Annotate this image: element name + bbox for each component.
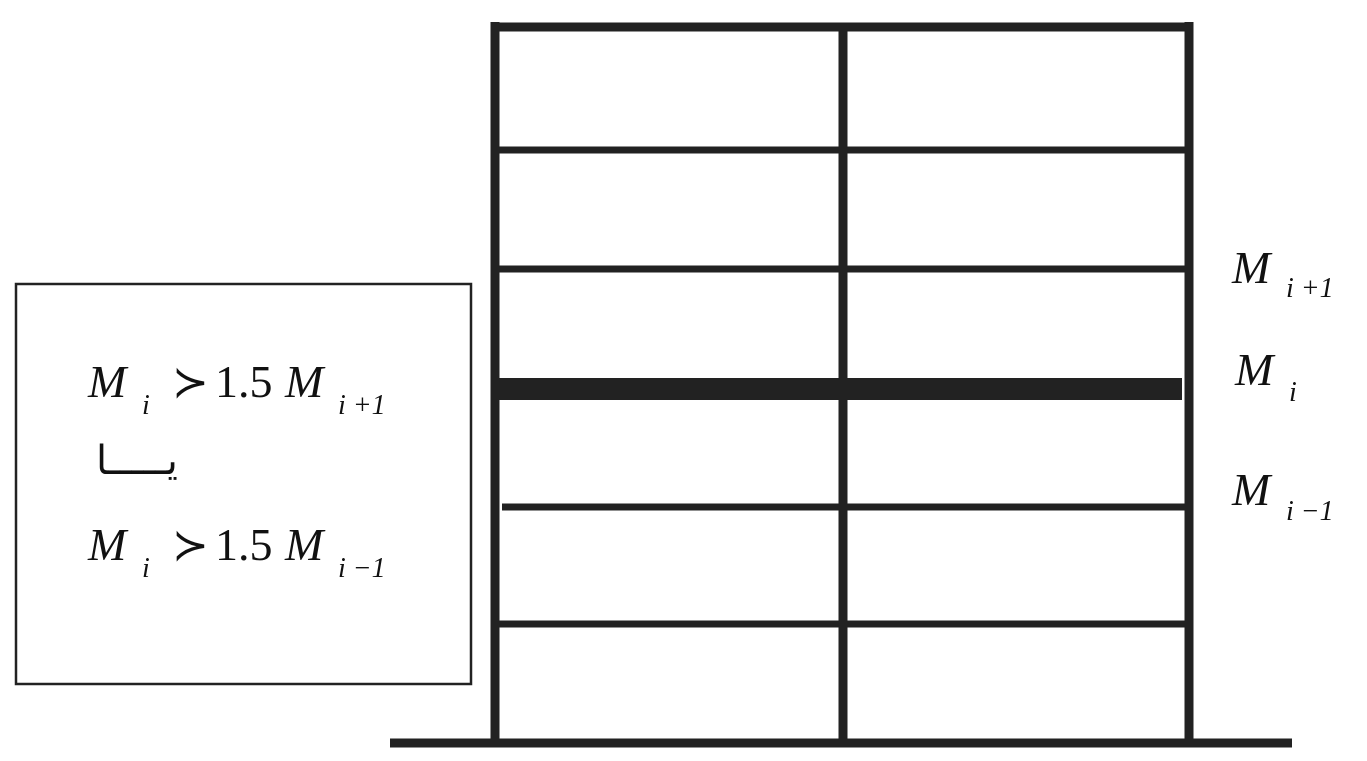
eq1-relation: ≻ (172, 358, 209, 407)
eq2-coef: 1.5 (215, 519, 273, 570)
condition-box (14, 282, 473, 686)
floor-label-upper: M i +1 (1231, 242, 1334, 304)
eq2-relation: ≻ (172, 521, 209, 570)
label-middle-sub: i (1289, 377, 1297, 408)
condition-equation-lower: M i ≻ 1.5 M i −1 (87, 519, 386, 584)
eq1-rhs-sub: i +1 (338, 390, 386, 421)
eq1-base: M (87, 356, 129, 407)
condition-equation-upper: M i ≻ 1.5 M i +1 (87, 356, 386, 421)
label-lower-base: M (1231, 464, 1273, 515)
label-middle-base: M (1234, 344, 1276, 395)
eq2-sub: i (142, 553, 150, 584)
eq1-sub: i (142, 390, 150, 421)
label-upper-sub: i +1 (1286, 273, 1334, 304)
label-lower-sub: i −1 (1286, 496, 1334, 527)
eq2-base: M (87, 519, 129, 570)
eq2-rhs-sub: i −1 (338, 553, 386, 584)
eq2-rhs-base: M (284, 519, 326, 570)
floor-label-lower: M i −1 (1231, 464, 1334, 527)
label-upper-base: M (1231, 242, 1273, 293)
floor-label-middle: M i (1234, 344, 1297, 408)
eq1-coef: 1.5 (215, 356, 273, 407)
eq1-rhs-base: M (284, 356, 326, 407)
condition-connector-or: یـــــا (96, 438, 178, 484)
